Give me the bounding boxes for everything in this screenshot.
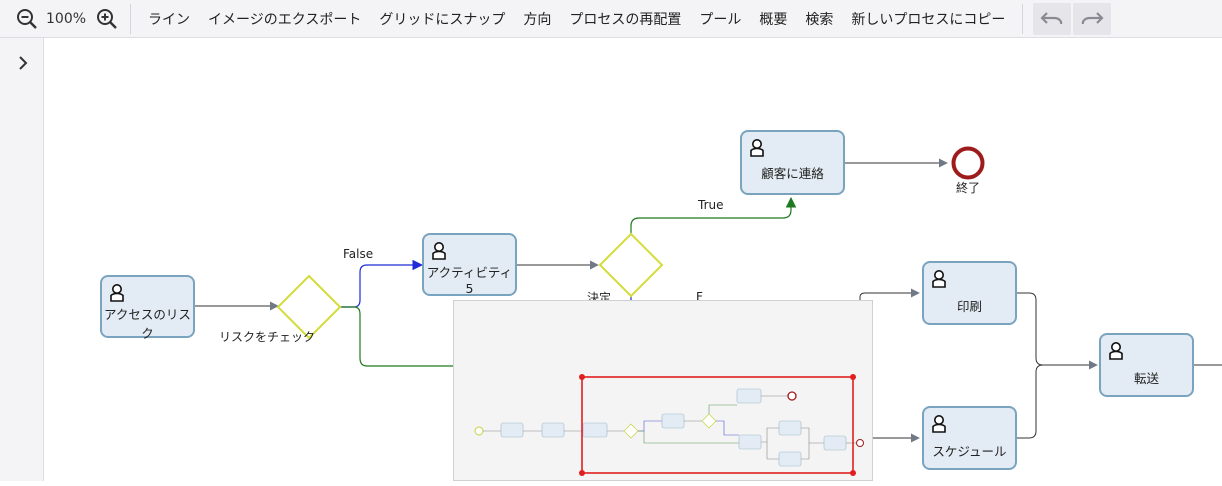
task-transfer[interactable]: 転送 [1099,333,1194,397]
menu-line[interactable]: ライン [148,11,191,28]
user-icon [432,242,446,260]
task-print[interactable]: 印刷 [922,261,1017,325]
menu-pool[interactable]: プール [699,11,742,28]
zoom-out-icon[interactable] [12,4,42,34]
flow-label-partial: F [696,290,703,304]
flow-label-true: True [698,198,724,212]
toolbar: 100% ライン イメージのエクスポート グリッドにスナップ 方向 プロセスの再… [0,0,1222,38]
user-icon [932,415,946,433]
task-access-risk[interactable]: アクセスのリスク [100,275,195,341]
flow-label-false: False [343,247,374,261]
flow-schedule-to-transfer [1017,364,1044,439]
menu-rearrange-process[interactable]: プロセスの再配置 [569,11,682,28]
sidebar [0,38,44,481]
task-activity-5[interactable]: アクティビティ 5 [422,233,517,296]
menu-export-image[interactable]: イメージのエクスポート [208,11,362,28]
menu-snap-to-grid[interactable]: グリッドにスナップ [379,11,506,28]
menu-search[interactable]: 検索 [805,11,834,28]
zoom-in-icon[interactable] [92,4,122,34]
task-label: アクティビティ 5 [426,265,513,296]
menu-copy-to-new-process[interactable]: 新しいプロセスにコピー [851,11,1006,28]
user-icon [932,270,946,288]
user-icon [750,139,764,157]
gateway-check-risk [276,274,342,340]
undo-icon[interactable] [1033,2,1072,35]
zoom-level: 100% [46,10,87,27]
task-label: 転送 [1133,371,1159,386]
connector-layer [195,146,1222,443]
flow-print-to-transfer [1017,292,1098,370]
flow-true-lower [340,306,453,367]
task-label: 顧客に連絡 [761,166,824,181]
task-label: 印刷 [956,299,982,314]
chevron-right-icon[interactable] [14,54,32,72]
end-event-label: 終了 [956,181,981,195]
diagram-canvas[interactable]: アクセスのリスク アクティビティ 5 顧客に連絡 印刷 スケジュール 転送 リス… [45,38,1222,481]
overview-panel[interactable] [453,300,873,481]
menu-overview[interactable]: 概要 [759,11,788,28]
task-contact-customer[interactable]: 顧客に連絡 [740,130,845,195]
toolbar-separator [1022,3,1024,34]
user-icon [110,284,124,302]
menu-direction[interactable]: 方向 [523,11,552,28]
gateway-label-check-risk: リスクをチェック [219,330,316,344]
task-schedule[interactable]: スケジュール [922,406,1017,470]
gateway-decision [598,232,664,298]
redo-icon[interactable] [1073,2,1112,35]
toolbar-separator [130,3,132,34]
flow-to-print [859,288,920,300]
task-label: アクセスのリスク [104,307,191,341]
task-label: スケジュール [932,444,1007,459]
flow-true [630,196,797,235]
flow-false [340,259,424,308]
end-event [951,146,985,180]
overview-minimap [474,374,864,476]
user-icon [1109,342,1123,360]
